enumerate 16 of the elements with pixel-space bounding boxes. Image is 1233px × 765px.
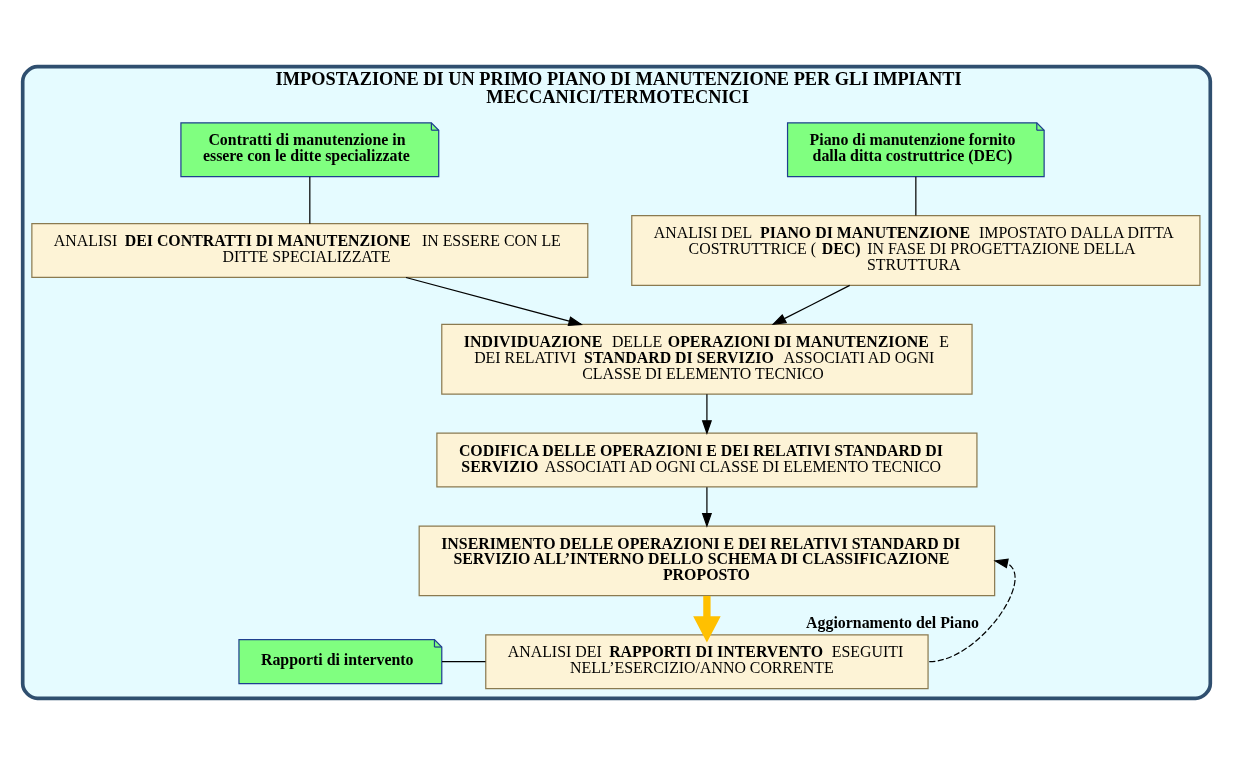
arrow [405,276,584,327]
node-box: CODIFICA DELLE OPERAZIONI E DEI RELATIVI STANDARD DI SERVIZIO ASSOCIATI AD OGNI CLASSE DI ELEMENTO TECNICO [436,432,978,488]
arrow [701,393,713,435]
connector [915,176,917,217]
node-box: ANALISI DEI CONTRATTI DI MANUTENZIONE IN ESSERE CON LE DITTE SPECIALIZZATE [31,223,589,279]
node-box: INSERIMENTO DELLE OPERAZIONI E DEI RELATIVI STANDARD DI SERVIZIO ALL’INTERNO DELLO SCHEMA DI CLASSIFICAZIONE PROPOSTO [418,525,996,597]
node-box: ANALISI DEL PIANO DI MANUTENZIONE IMPOSTATO DALLA DITTA COSTRUTTRICE (DEC) IN FASE DI PROGETTAZIONE DELLA STRUTTURA [631,215,1201,286]
arrow [693,595,721,643]
connector [441,661,487,663]
arrow [701,486,713,528]
node-box: ANALISI DEI RAPPORTI DI INTERVENTO ESEGUITI NELL’ESERCIZIO/ANNO CORRENTE [485,634,929,690]
arrow [771,284,851,326]
node-box: INDIVIDUAZIONE DELLE OPERAZIONI DI MANUTENZIONE E DEI RELATIVI STANDARD DI SERVIZIO ASSOCIATI AD OGNI CLASSE DI ELEMENTO TECNICO [441,323,973,395]
edge-label: Aggiornamento del Piano [806,613,979,631]
connector [309,176,311,225]
arrow [928,558,1016,663]
